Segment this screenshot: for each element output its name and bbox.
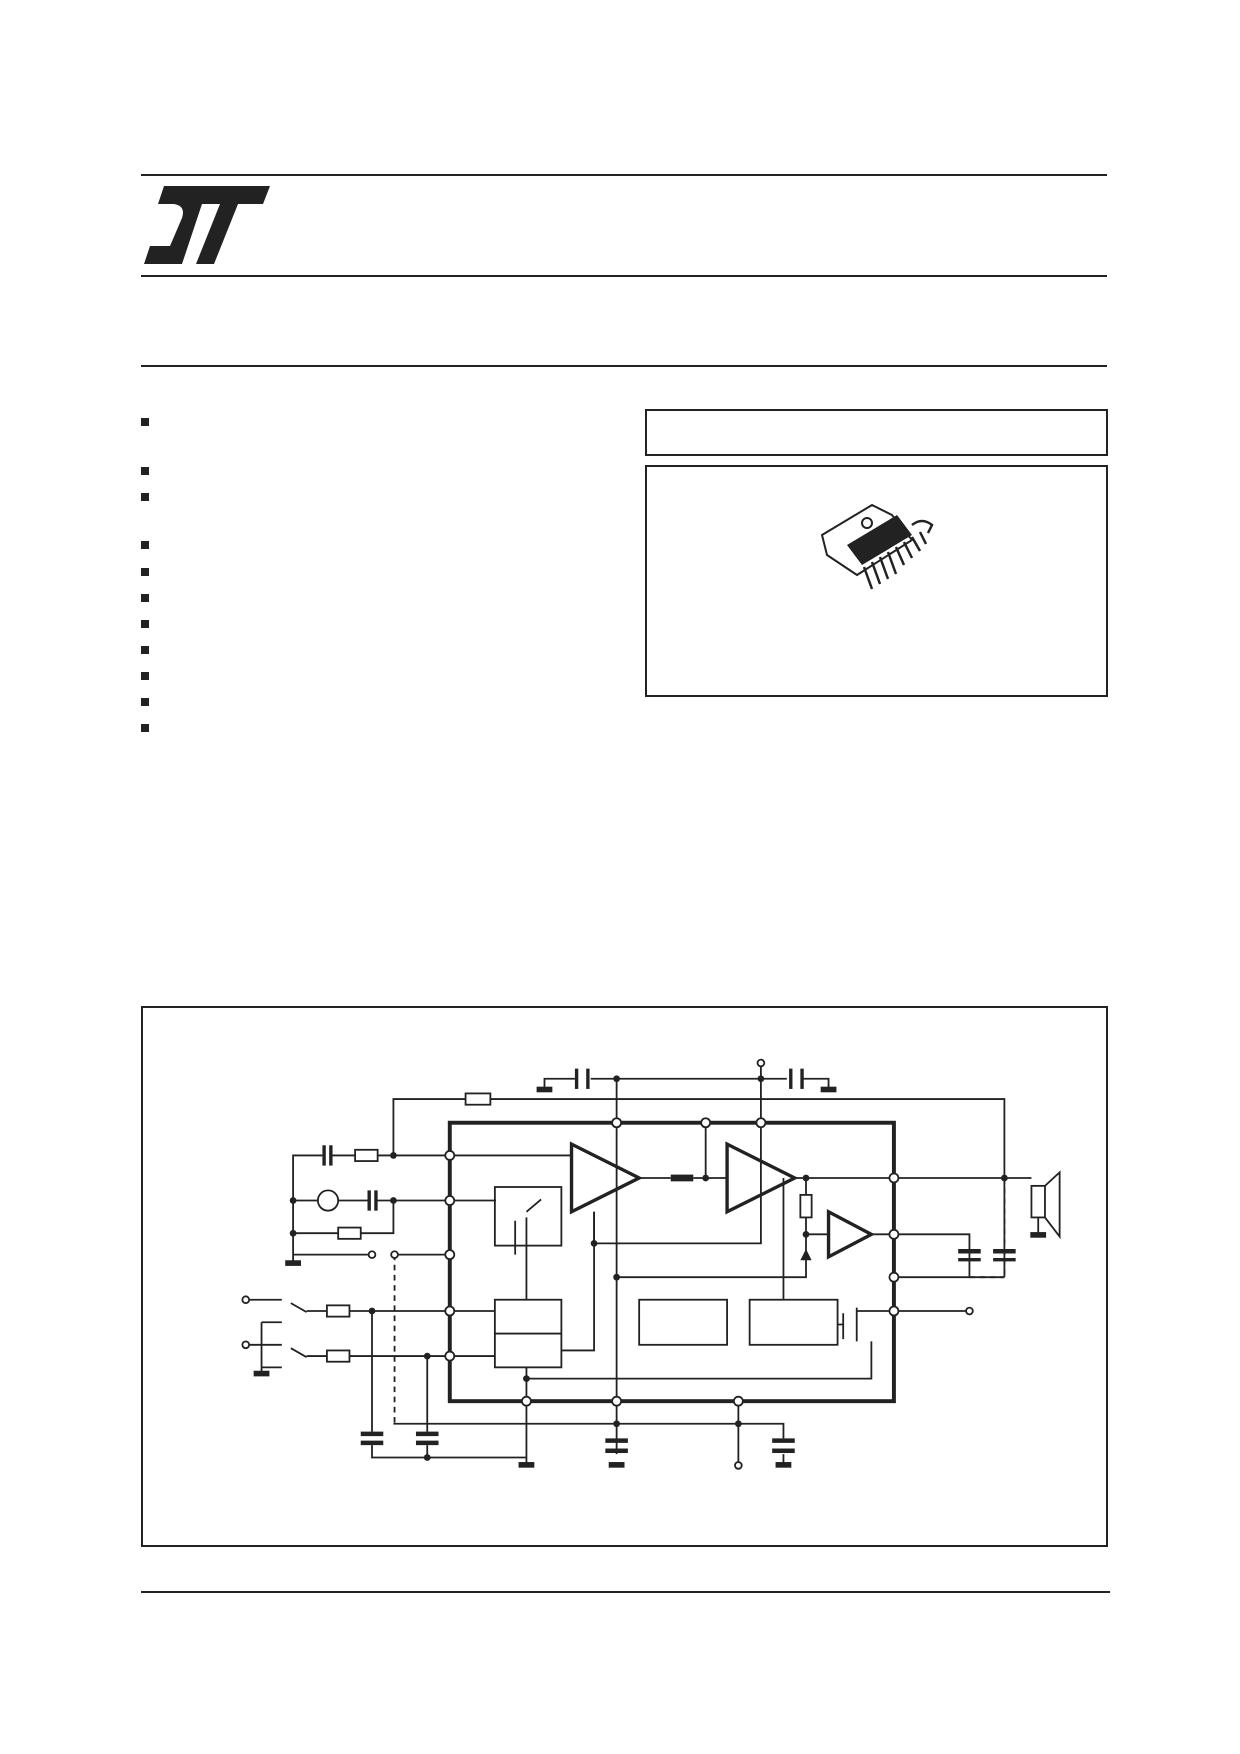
header-bottom-rule — [141, 275, 1107, 277]
block-diagram-frame — [141, 1006, 1108, 1547]
feature-bullet — [141, 568, 149, 576]
header-top-rule — [141, 174, 1107, 176]
feature-bullet — [141, 467, 149, 475]
ic-body — [447, 1120, 896, 1404]
package-image-box — [645, 465, 1108, 697]
footer-rule — [141, 1591, 1110, 1593]
st-logo — [142, 184, 272, 266]
feature-bullet — [141, 418, 149, 426]
switch-block — [493, 1186, 563, 1247]
feature-bullet — [141, 620, 149, 628]
package-title-box — [645, 409, 1108, 456]
st-logo-icon — [144, 186, 270, 264]
title-rule — [141, 365, 1107, 367]
feature-bullet — [141, 698, 149, 706]
feature-bullet — [141, 672, 149, 680]
feature-bullet — [141, 493, 149, 501]
feature-bullet — [141, 646, 149, 654]
package-chip-image — [820, 503, 934, 590]
feature-bullet — [141, 594, 149, 602]
feature-bullet — [141, 541, 149, 549]
feature-bullet — [141, 724, 149, 732]
